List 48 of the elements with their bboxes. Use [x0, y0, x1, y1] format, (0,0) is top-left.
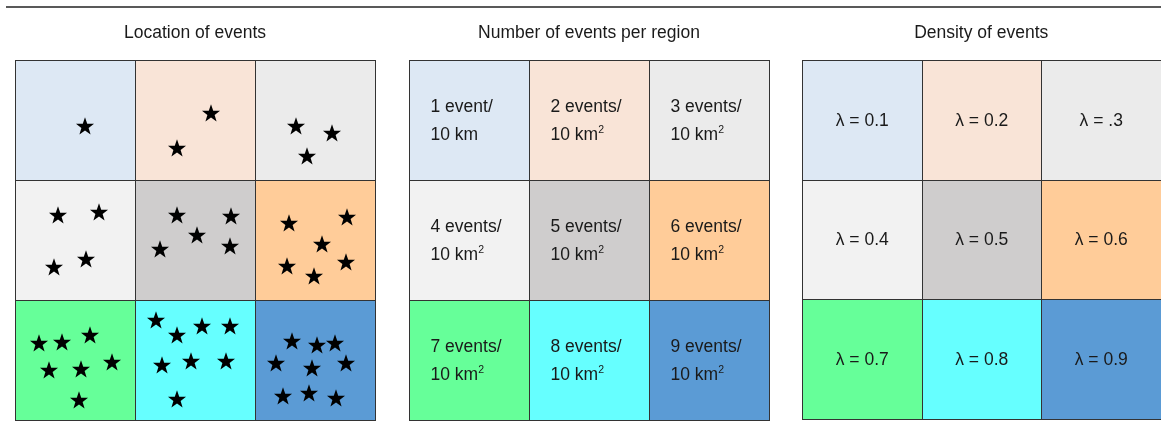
region-cell	[15, 60, 136, 181]
cell-label: 7 events/ 10 km$^{2}$	[430, 335, 503, 386]
cell-label: 1 event/ 10 km	[430, 95, 494, 146]
cell-label: λ = 0.1	[835, 108, 889, 132]
region-cell	[255, 300, 376, 421]
region-cell	[529, 300, 650, 421]
region-cell	[255, 60, 376, 181]
cell-label: λ = 0.8	[955, 347, 1009, 371]
cell-label: 6 events/ 10 km$^{2}$	[670, 215, 743, 266]
cell-label: λ = 0.6	[1074, 228, 1128, 252]
cell-label: 3 events/ 10 km$^{2}$	[670, 95, 743, 146]
region-cell	[409, 60, 530, 181]
region-cell	[921, 179, 1042, 300]
region-cell	[802, 179, 923, 300]
region-cell	[1041, 179, 1161, 300]
region-cell	[529, 180, 650, 301]
cell-label: λ = 0.5	[955, 228, 1009, 252]
panel-title: Number of events per region	[477, 22, 701, 43]
cell-label: 4 events/ 10 km$^{2}$	[430, 215, 503, 266]
region-cell	[1041, 60, 1161, 181]
region-cell	[135, 180, 256, 301]
cell-label: 2 events/ 10 km$^{2}$	[550, 95, 623, 146]
region-cell	[802, 60, 923, 181]
cell-label: λ = .3	[1079, 108, 1123, 132]
cell-label: 5 events/ 10 km$^{2}$	[550, 215, 623, 266]
cell-label: λ = 0.4	[835, 228, 889, 252]
region-cell	[649, 300, 770, 421]
panel-title: Location of events	[122, 22, 267, 43]
region-cell	[529, 60, 650, 181]
region-cell	[15, 300, 136, 421]
region-cell	[135, 60, 256, 181]
region-cell	[409, 180, 530, 301]
cell-label: 9 events/ 10 km$^{2}$	[670, 335, 743, 386]
region-cell	[649, 60, 770, 181]
region-cell	[921, 299, 1042, 420]
cell-label: λ = 0.7	[835, 347, 889, 371]
panel-title: Density of events	[913, 22, 1050, 43]
region-cell	[921, 60, 1042, 181]
region-cell	[1041, 299, 1161, 420]
cell-label: λ = 0.9	[1074, 347, 1128, 371]
region-cell	[802, 299, 923, 420]
region-cell	[409, 300, 530, 421]
region-cell	[15, 180, 136, 301]
cell-label: 8 events/ 10 km$^{2}$	[550, 335, 623, 386]
region-cell	[135, 300, 256, 421]
region-cell	[255, 180, 376, 301]
cell-label: λ = 0.2	[955, 108, 1009, 132]
region-cell	[649, 180, 770, 301]
